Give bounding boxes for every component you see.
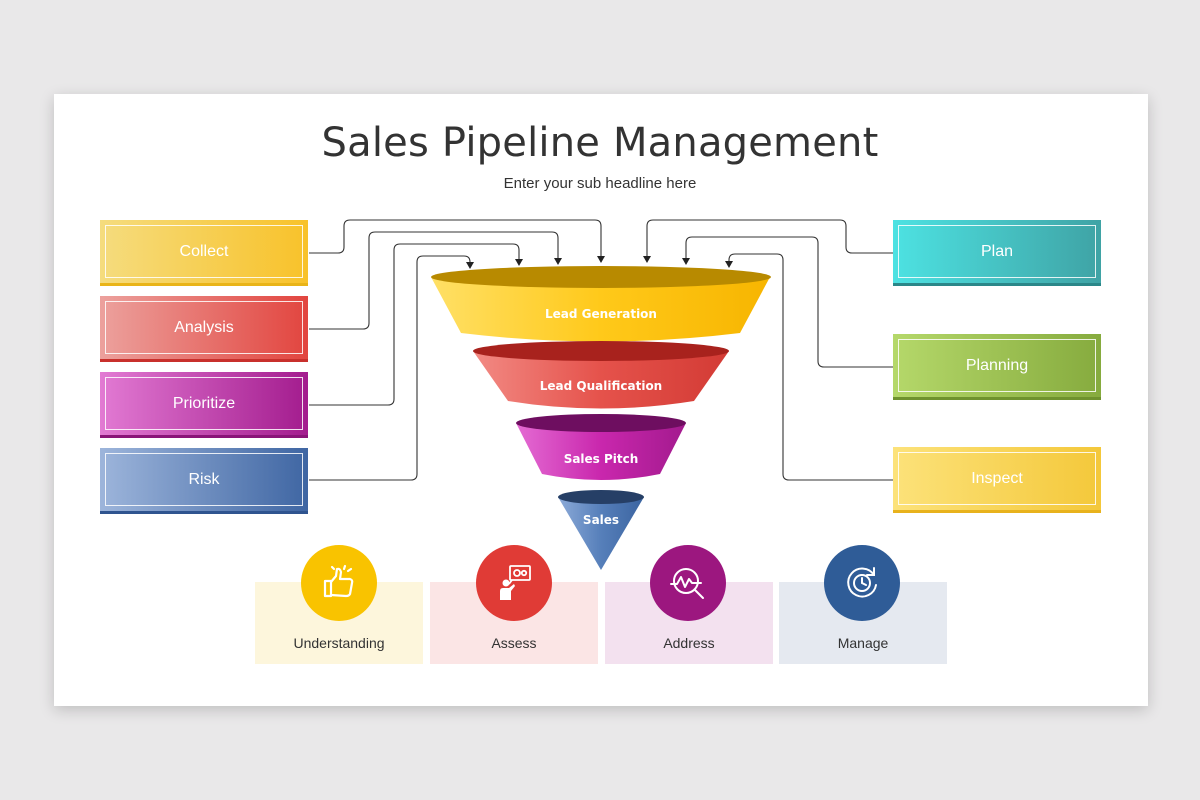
manage-circle bbox=[824, 545, 900, 621]
connector-risk bbox=[309, 255, 474, 481]
risk-label: Risk bbox=[188, 470, 220, 488]
connector-inspect bbox=[725, 253, 893, 481]
prioritize-box: Prioritize bbox=[100, 372, 308, 438]
collect-box: Collect bbox=[100, 220, 308, 286]
analysis-label: Analysis bbox=[174, 318, 234, 336]
connector-prioritize bbox=[309, 243, 523, 406]
analysis-box: Analysis bbox=[100, 296, 308, 362]
understanding-circle bbox=[301, 545, 377, 621]
funnel-stage-sales bbox=[558, 490, 644, 570]
address-circle bbox=[650, 545, 726, 621]
prioritize-label: Prioritize bbox=[172, 394, 236, 412]
understanding-label: Understanding bbox=[293, 635, 385, 651]
funnel-stage-lead-qualification bbox=[473, 341, 729, 409]
lead-generation-label: Lead Generation bbox=[545, 307, 657, 321]
funnel-stage-lead-generation bbox=[431, 266, 771, 342]
collect-label: Collect bbox=[179, 242, 229, 260]
plan-box: Plan bbox=[893, 220, 1101, 286]
risk-box: Risk bbox=[100, 448, 308, 514]
sales-label: Sales bbox=[583, 513, 619, 527]
page-title: Sales Pipeline Management bbox=[321, 120, 879, 166]
plan-label: Plan bbox=[980, 242, 1014, 260]
connector-planning bbox=[682, 236, 893, 368]
assess-label: Assess bbox=[491, 635, 537, 651]
funnel-stage-sales-pitch bbox=[516, 414, 686, 480]
manage-label: Manage bbox=[837, 635, 889, 651]
clock-refresh-icon bbox=[847, 567, 877, 598]
lead-qualification-label: Lead Qualification bbox=[540, 379, 662, 393]
connector-plan bbox=[643, 219, 893, 263]
assess-circle bbox=[476, 545, 552, 621]
inspect-label: Inspect bbox=[971, 469, 1023, 487]
address-label: Address bbox=[663, 635, 715, 651]
connector-analysis bbox=[309, 231, 562, 330]
planning-box: Planning bbox=[893, 334, 1101, 400]
planning-label: Planning bbox=[965, 356, 1029, 374]
page-subtitle: Enter your sub headline here bbox=[503, 175, 697, 192]
thumbs-up-icon bbox=[323, 564, 354, 598]
inspect-box: Inspect bbox=[893, 447, 1101, 513]
connector-collect bbox=[309, 219, 605, 263]
chart-magnifier-icon bbox=[670, 568, 704, 599]
sales-pitch-label: Sales Pitch bbox=[564, 452, 639, 466]
presenter-gear-icon bbox=[500, 565, 531, 600]
